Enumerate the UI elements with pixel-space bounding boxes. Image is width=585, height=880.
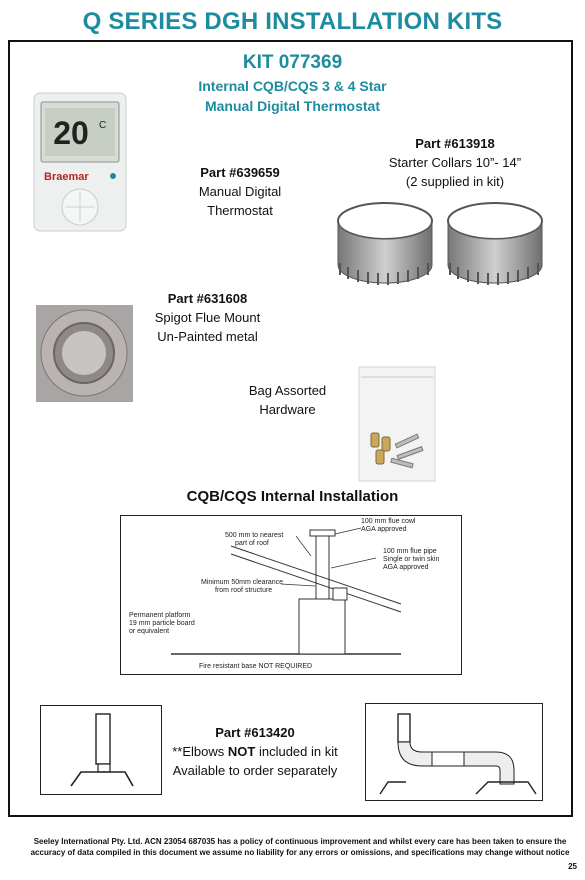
label-platform-line3: or equivalent [129, 628, 169, 635]
spigot-flue-mount-image [36, 305, 133, 402]
thermostat-display: 20 [53, 115, 89, 151]
label-cowl-line1: 100 mm flue cowl [361, 518, 416, 525]
collars-part-number: Part #613918 [415, 136, 495, 151]
label-pipe-line3: AGA approved [383, 564, 429, 571]
elbows-availability: Available to order separately [172, 763, 338, 778]
elbows-note-prefix: **Elbows [172, 744, 228, 759]
hardware-desc-line2: Hardware [259, 402, 316, 417]
label-platform-line1: Permanent platform [129, 612, 191, 619]
elbow-diagram-left [40, 705, 162, 795]
elbows-label: Part #613420 **Elbows NOT included in ki… [160, 723, 350, 780]
elbows-note-bold: NOT [227, 744, 256, 759]
label-platform-line2: 19 mm particle board [129, 620, 195, 627]
page-title: Q SERIES DGH INSTALLATION KITS [82, 8, 503, 35]
hardware-label: Bag Assorted Hardware [225, 381, 350, 419]
kit-title: KIT 077369 [242, 52, 343, 73]
spigot-part-number: Part #631608 [167, 291, 248, 306]
kit-subtitle-line2: Manual Digital Thermostat [204, 98, 381, 114]
page-number: 25 [568, 862, 577, 871]
spigot-desc-line1: Spigot Flue Mount [154, 310, 261, 325]
installation-title: CQB/CQS Internal Installation [186, 488, 399, 505]
kit-subtitle-line1: Internal CQB/CQS 3 & 4 Star [198, 78, 387, 94]
thermostat-desc-line1: Manual Digital [198, 184, 282, 199]
label-pipe-line1: 100 mm flue pipe [383, 548, 437, 555]
label-cowl-line2: AGA approved [361, 526, 407, 533]
hardware-desc-line1: Bag Assorted [248, 383, 327, 398]
footer-disclaimer: Seeley International Pty. Ltd. ACN 23054… [30, 837, 570, 857]
thermostat-label: Part #639659 Manual Digital Thermostat [170, 163, 310, 220]
installation-diagram: 500 mm to nearest part of roof 100 mm fl… [120, 515, 462, 675]
thermostat-unit: C [99, 120, 106, 131]
elbow-diagram-right [365, 703, 543, 801]
thermostat-desc-line2: Thermostat [207, 203, 273, 218]
thermostat-brand: Braemar [44, 171, 89, 183]
label-clearance-line2: from roof structure [215, 587, 272, 594]
label-base: Fire resistant base NOT REQUIRED [199, 663, 312, 670]
thermostat-part-number: Part #639659 [200, 165, 280, 180]
content-frame [8, 40, 573, 817]
starter-collars-image [332, 193, 547, 293]
collars-desc-line1: Starter Collars 10”- 14” [388, 155, 522, 170]
spigot-desc-line2: Un-Painted metal [157, 329, 258, 344]
collars-label: Part #613918 Starter Collars 10”- 14” (2… [365, 134, 545, 191]
elbows-part-number: Part #613420 [215, 725, 295, 740]
spigot-label: Part #631608 Spigot Flue Mount Un-Painte… [135, 289, 280, 346]
hardware-bag-image [357, 365, 437, 483]
label-clearance-line1: Minimum 50mm clearance [201, 579, 283, 586]
label-roof-line2: part of roof [235, 540, 269, 547]
thermostat-image: 20 C Braemar [33, 92, 127, 232]
label-roof-line1: 500 mm to nearest [225, 532, 283, 539]
label-pipe-line2: Single or twin skin [383, 556, 440, 563]
collars-desc-line2: (2 supplied in kit) [405, 174, 505, 189]
elbows-note-suffix: included in kit [255, 744, 338, 759]
